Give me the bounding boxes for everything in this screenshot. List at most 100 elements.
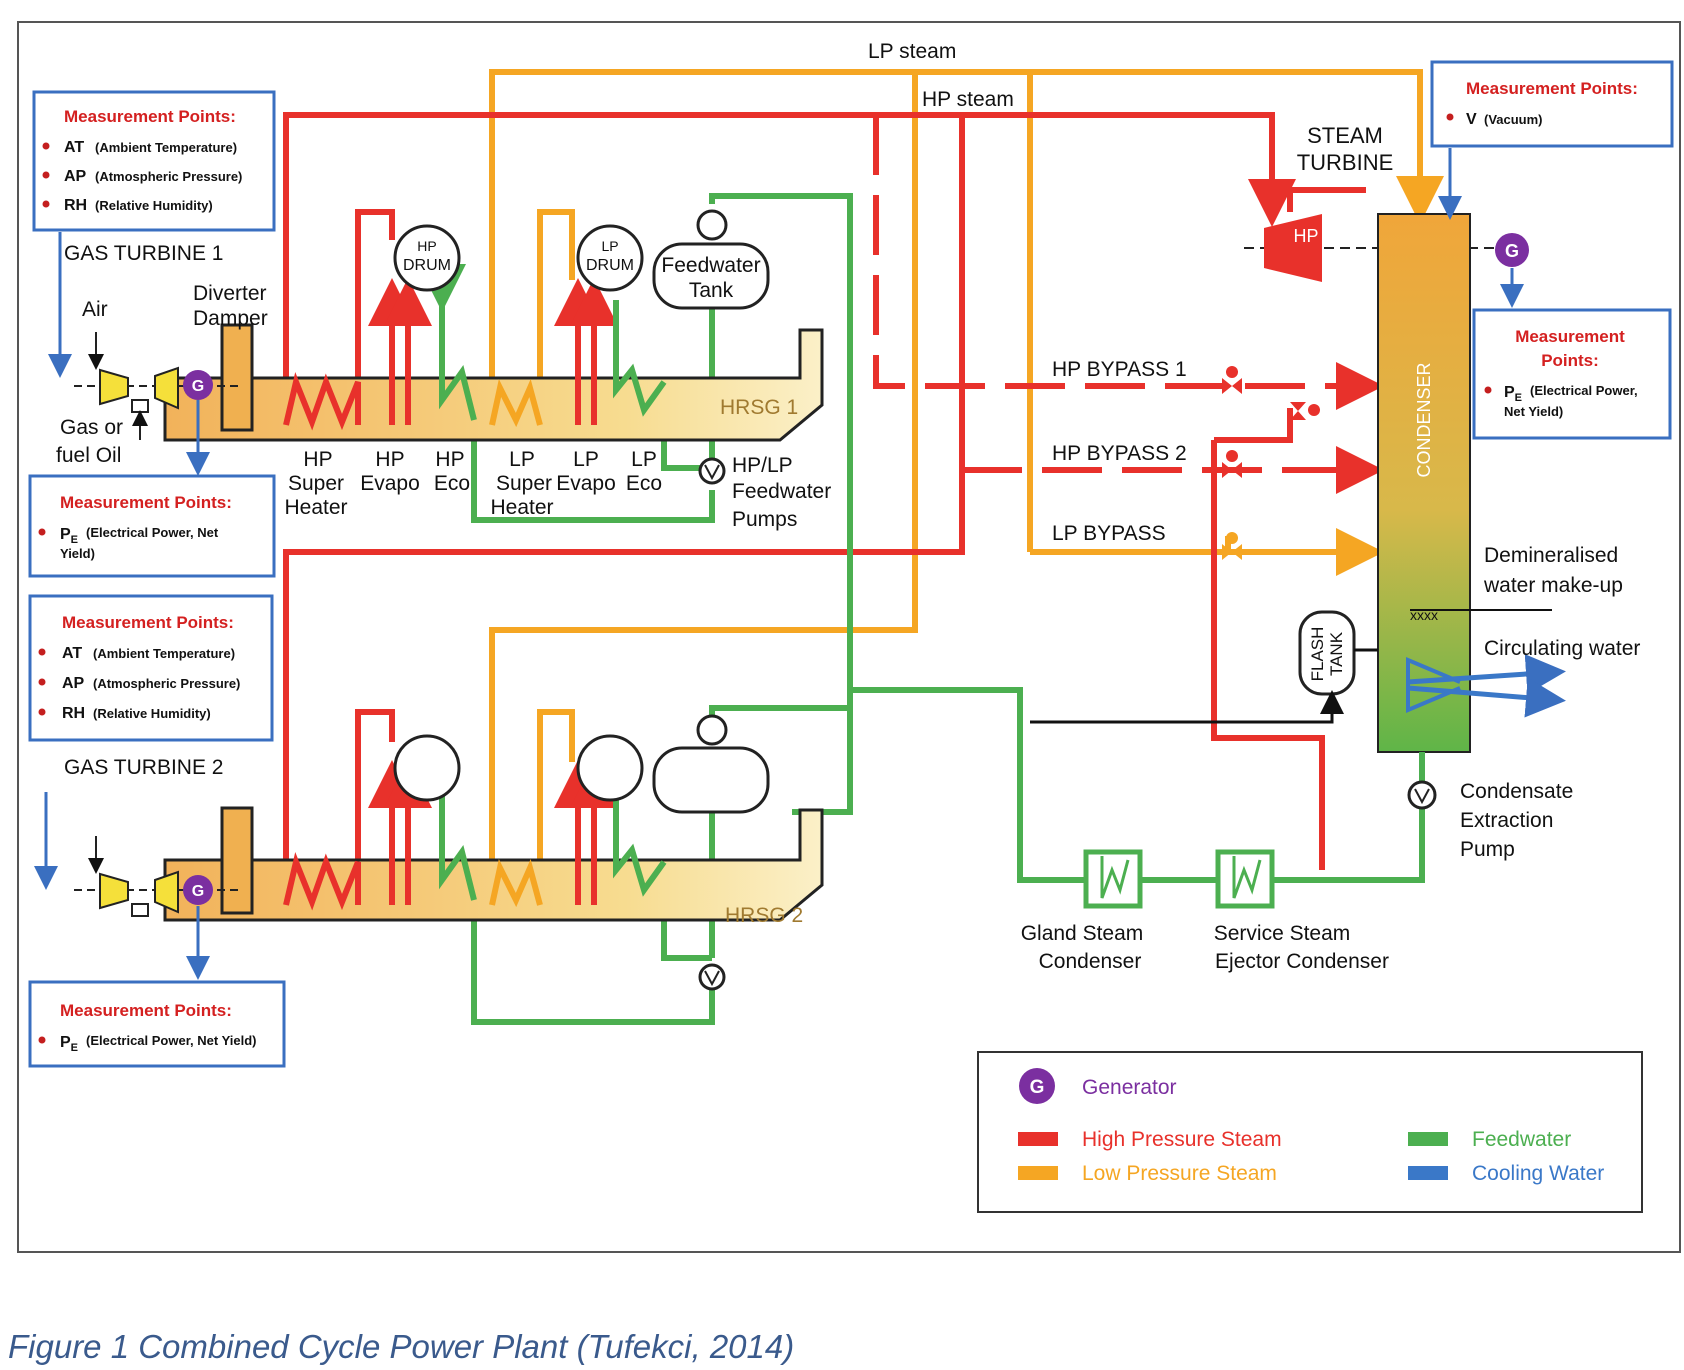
svg-text:(Relative Humidity): (Relative Humidity) — [95, 198, 213, 213]
service-steam-ejector-condenser — [1215, 849, 1275, 909]
hrsg-2: HRSG 2 — [163, 760, 824, 927]
hrsg-2-label: HRSG 2 — [725, 904, 803, 927]
svg-text:(Electrical Power, Net: (Electrical Power, Net — [86, 525, 219, 540]
hp-evapo-label: HP — [375, 448, 404, 471]
legend-hp-steam: High Pressure Steam — [1082, 1128, 1282, 1151]
legend-swatch-feedwater — [1408, 1132, 1448, 1146]
hp-steam-label: HP steam — [922, 88, 1014, 111]
svg-text:Measurement Points:: Measurement Points: — [1466, 79, 1638, 98]
generator-icon — [1019, 1068, 1055, 1104]
svg-text:V: V — [1466, 111, 1477, 128]
legend-generator: Generator — [1082, 1076, 1177, 1099]
hp-turbine — [1264, 214, 1322, 282]
gas-turbine-1: G — [74, 332, 240, 440]
svg-text:(Electrical Power, Net Yield): (Electrical Power, Net Yield) — [86, 1033, 257, 1048]
hp-super-heater-label-2: Super — [288, 472, 344, 495]
hp-super-heater-label-3: Heater — [284, 496, 347, 519]
svg-text:Measurement Points:: Measurement Points: — [60, 1001, 232, 1020]
svg-text:HP: HP — [417, 238, 436, 254]
steam-turbine-label: STEAM — [1307, 123, 1383, 148]
svg-text:G: G — [1030, 1077, 1045, 1098]
hp-super-heater-label: HP — [303, 448, 332, 471]
gas-turbine-2: G — [74, 836, 240, 917]
svg-text:AT: AT — [64, 139, 84, 156]
lp-bypass-label: LP BYPASS — [1052, 522, 1166, 545]
damper-label: Damper — [193, 307, 268, 330]
figure-caption: Figure 1 Combined Cycle Power Plant (Tuf… — [8, 1328, 795, 1365]
measurement-box-gt2-ambient: Measurement Points: AT (Ambient Temperat… — [28, 594, 274, 742]
svg-text:Measurement Points:: Measurement Points: — [62, 613, 234, 632]
combined-cycle-diagram: HRSG 1 HRSG 2 HP DRUM — [17, 21, 1681, 1253]
svg-text:G: G — [192, 883, 204, 900]
condensate-pump-label-3: Pump — [1460, 838, 1515, 861]
feedwater-pumps-label-2: Feedwater — [732, 480, 831, 503]
lp-super-heater-label: LP — [509, 448, 535, 471]
diverter-label: Diverter — [193, 282, 267, 305]
feedwater-pumps-label: HP/LP — [732, 454, 793, 477]
lp-eco-label-2: Eco — [626, 472, 662, 495]
svg-text:AP: AP — [62, 675, 85, 692]
hp-eco-coil-1 — [418, 264, 477, 421]
bypass-valves — [1222, 366, 1320, 560]
hp-evapo-label-2: Evapo — [360, 472, 420, 495]
svg-text:(Vacuum): (Vacuum) — [1484, 112, 1543, 127]
svg-text:Tank: Tank — [689, 279, 734, 302]
hrsg-1-label: HRSG 1 — [720, 396, 798, 419]
flash-tank: FLASH TANK — [1030, 610, 1378, 724]
diverter-damper-1 — [220, 323, 254, 432]
measurement-box-gt1-power: Measurement Points: PE (Electrical Power… — [28, 474, 276, 578]
feedwater-pumps-label-3: Pumps — [732, 508, 797, 531]
circulating-water-label: Circulating water — [1484, 637, 1640, 660]
lp-steam-label: LP steam — [868, 40, 956, 63]
condensate-pump-label: Condensate — [1460, 780, 1573, 803]
measurement-box-gt1-ambient: Measurement Points: AT (Ambient Temperat… — [32, 90, 276, 232]
gland-steam-label-2: Condenser — [1039, 950, 1142, 973]
lp-eco-label: LP — [631, 448, 657, 471]
lp-drum-2 — [576, 734, 644, 802]
svg-text:Yield): Yield) — [60, 546, 95, 561]
steam-turbine-label-2: TURBINE — [1297, 150, 1394, 175]
svg-text:G: G — [192, 378, 204, 395]
svg-text:G: G — [1505, 241, 1519, 261]
legend-swatch-hp — [1018, 1132, 1058, 1146]
measurement-box-gt2-power: Measurement Points: PE (Electrical Power… — [28, 980, 286, 1068]
svg-text:Measurement Points:: Measurement Points: — [60, 493, 232, 512]
condensate-pump-label-2: Extraction — [1460, 809, 1553, 832]
svg-text:RH: RH — [62, 705, 85, 722]
measurement-box-st-power: Measurement Points: PE (Electrical Power… — [1472, 308, 1672, 440]
svg-text:CONDENSER: CONDENSER — [1414, 362, 1434, 477]
svg-text:(Ambient Temperature): (Ambient Temperature) — [95, 140, 237, 155]
svg-text:Feedwater: Feedwater — [661, 254, 760, 277]
svg-text:Points:: Points: — [1541, 351, 1599, 370]
svg-text:TANK: TANK — [1327, 631, 1346, 676]
svg-text:PE: PE — [60, 1034, 78, 1054]
service-steam-label: Service Steam — [1214, 922, 1351, 945]
svg-text:PE: PE — [1504, 384, 1522, 404]
svg-text:HP: HP — [1293, 226, 1318, 246]
gland-steam-condenser — [1083, 849, 1143, 909]
hp-bypass-2-label: HP BYPASS 2 — [1052, 442, 1187, 465]
svg-text:LP: LP — [601, 238, 618, 254]
diverter-damper-2 — [220, 806, 254, 915]
hp-drum-1: HP DRUM — [393, 224, 461, 292]
legend-lp-steam: Low Pressure Steam — [1082, 1162, 1277, 1185]
legend-cooling-water: Cooling Water — [1472, 1162, 1604, 1185]
lp-super-heater-label-3: Heater — [490, 496, 553, 519]
svg-text:FLASH: FLASH — [1308, 627, 1327, 682]
svg-text:Net Yield): Net Yield) — [1504, 404, 1563, 419]
generator-icon — [183, 370, 213, 400]
hp-drum-2 — [393, 734, 461, 802]
svg-text:(Electrical Power,: (Electrical Power, — [1530, 383, 1638, 398]
svg-text:(Atmospheric Pressure): (Atmospheric Pressure) — [95, 169, 242, 184]
svg-text:(Ambient Temperature): (Ambient Temperature) — [93, 646, 235, 661]
svg-text:AP: AP — [64, 168, 87, 185]
air-label: Air — [82, 298, 108, 321]
hp-bypass-1-label: HP BYPASS 1 — [1052, 358, 1187, 381]
lp-super-heater-coil-1 — [489, 378, 543, 428]
legend-swatch-lp — [1018, 1166, 1058, 1180]
gas-turbine-1-label: GAS TURBINE 1 — [64, 242, 224, 265]
legend-feedwater: Feedwater — [1472, 1128, 1571, 1151]
condensate-pump — [1407, 752, 1437, 810]
svg-text:AT: AT — [62, 645, 82, 662]
svg-text:Measurement Points:: Measurement Points: — [64, 107, 236, 126]
